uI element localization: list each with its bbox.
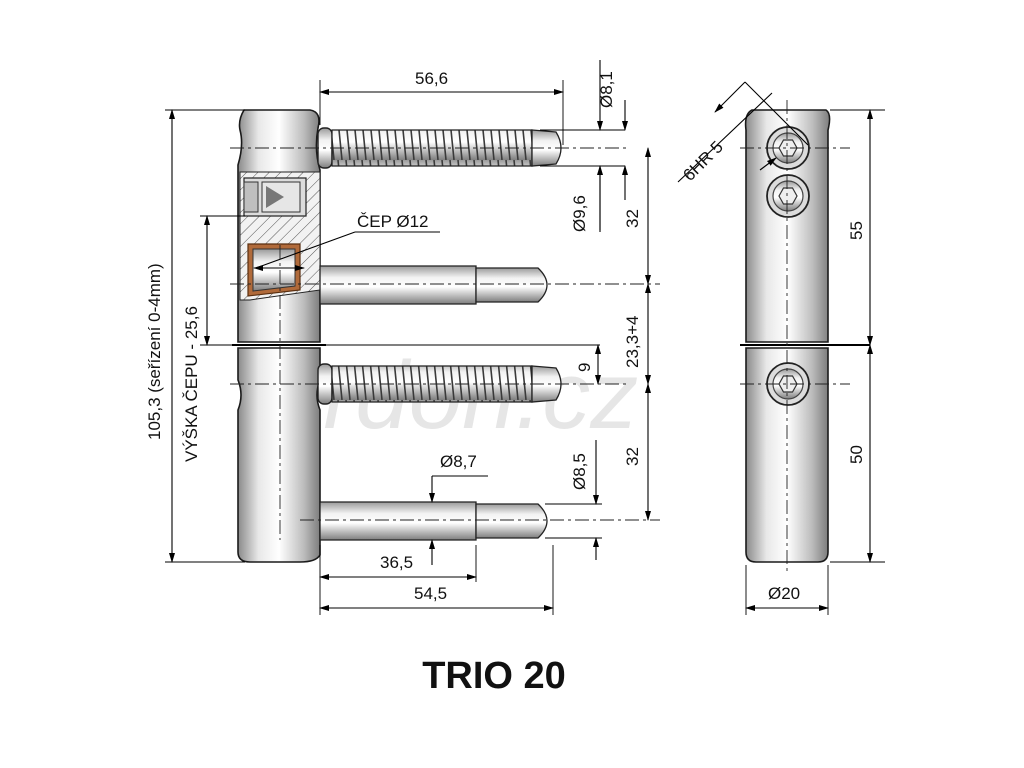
hex-socket-icon (766, 126, 810, 170)
dim-upper-height: 55 (847, 221, 866, 240)
lower-hinge-body (237, 347, 321, 563)
dim-screw-tip-diameter: Ø8,1 (597, 71, 616, 108)
lower-pin (319, 501, 477, 541)
dim-pin-diameter-1: Ø8,7 (440, 452, 477, 471)
pin-label: ČEP Ø12 (357, 212, 429, 231)
drawing-title: TRIO 20 (422, 655, 566, 697)
dim-spacing-top: 32 (623, 209, 642, 228)
hinge-side-view (230, 109, 660, 563)
dim-screw-length: 56,6 (415, 69, 448, 88)
dim-pin-length-short: 36,5 (380, 553, 413, 572)
dim-hex-key: 6HR 5 (679, 137, 727, 185)
dim-lower-height: 50 (847, 445, 866, 464)
dim-total-height: 105,3 (seřízení 0-4mm) (145, 263, 164, 440)
dim-pin-height: VÝŠKA ČEPU - 25,6 (182, 306, 201, 462)
dim-pin-length-long: 54,5 (414, 584, 447, 603)
dim-pin-diameter-2: Ø8,5 (570, 453, 589, 490)
dim-spacing-bottom: 32 (623, 447, 642, 466)
side-view-dimensions: 56,6 Ø8,1 Ø9,6 32 23,3+4 9 32 Ø8,7 (145, 60, 651, 615)
dim-screw-diameter: Ø9,6 (570, 195, 589, 232)
dim-screw-offset: 9 (575, 363, 594, 372)
hex-socket-icon (766, 174, 810, 218)
dim-body-diameter: Ø20 (768, 584, 800, 603)
dim-spacing-middle: 23,3+4 (623, 316, 642, 368)
hinge-front-view (740, 100, 870, 575)
hex-socket-icon (766, 362, 810, 406)
front-upper-body (744, 109, 831, 343)
upper-pin (319, 265, 477, 305)
